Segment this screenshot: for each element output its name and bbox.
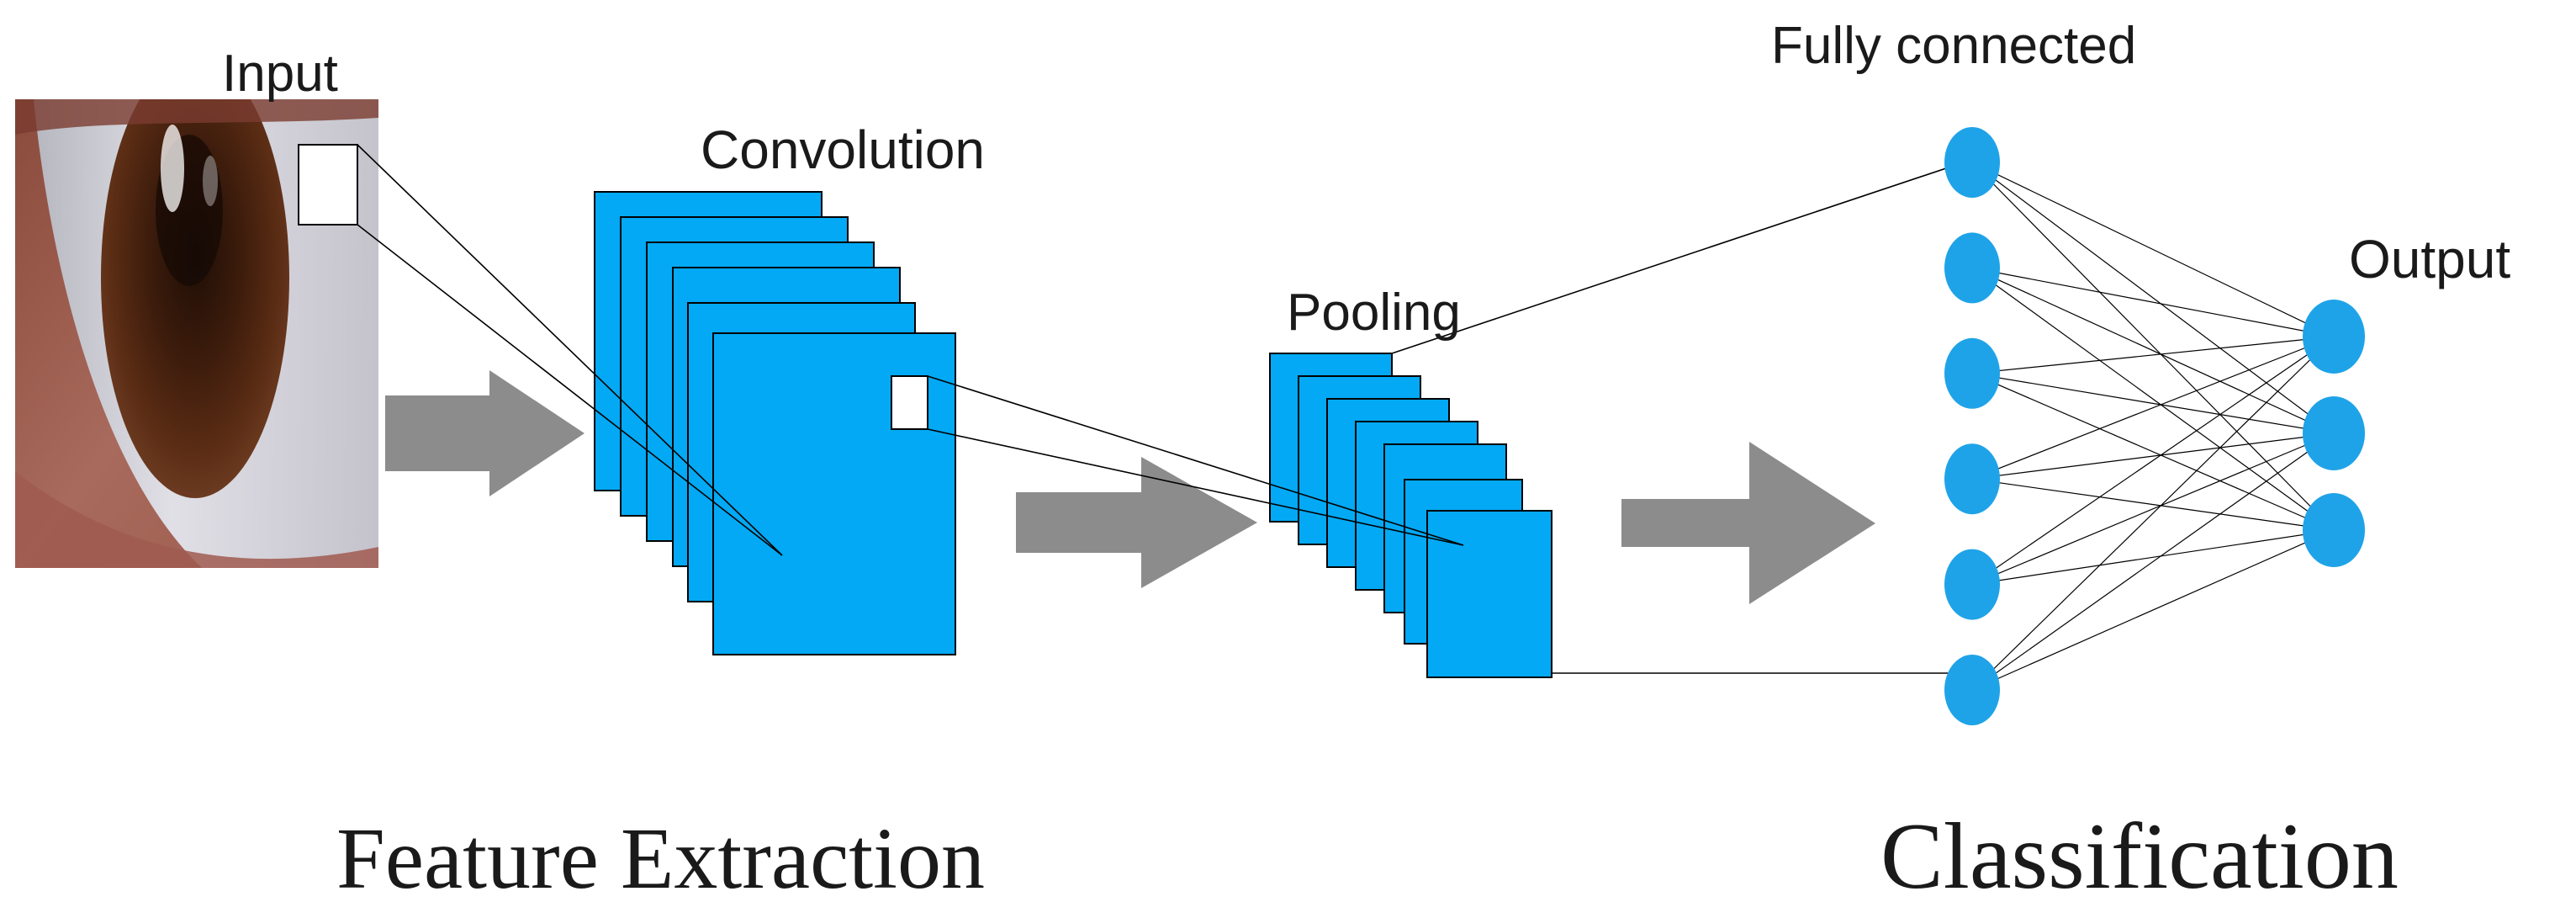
input-receptive-field <box>298 144 358 226</box>
pooling-label: Pooling <box>1287 284 1461 342</box>
fc-to-output-connection <box>1971 373 2335 434</box>
fully-connected-label: Fully connected <box>1771 17 2136 75</box>
fc-to-output-connection <box>1971 267 2335 337</box>
output-neuron <box>2303 493 2365 567</box>
fc-to-output-connection <box>1971 267 2335 434</box>
convolution-label: Convolution <box>701 119 985 180</box>
fc-to-output-connection <box>1971 336 2335 691</box>
fc-to-output-connection <box>1971 529 2335 586</box>
flow-arrow-3 <box>1621 442 1875 604</box>
fc-neuron <box>1944 549 2000 620</box>
pooling-stack <box>1269 353 1552 678</box>
fc-to-output-connection <box>1971 336 2335 374</box>
flow-arrow-2 <box>1016 457 1257 588</box>
fc-to-output-connection <box>1971 267 2335 531</box>
input-label: Input <box>222 45 338 103</box>
classification-label: Classification <box>1880 804 2399 909</box>
input-eye-image <box>15 99 378 568</box>
convolution-stack <box>594 191 956 655</box>
output-label: Output <box>2349 229 2510 289</box>
fc-to-output-connection <box>1971 529 2335 691</box>
fc-to-output-connection <box>1971 432 2335 480</box>
fc-to-output-connection <box>1971 162 2335 337</box>
fc-to-output-connection <box>1971 478 2335 531</box>
fc-to-output-connection <box>1971 432 2335 691</box>
conv-receptive-field <box>891 375 928 430</box>
fc-neuron <box>1944 443 2000 515</box>
connection-lines <box>357 144 1965 674</box>
fc-connections <box>1971 162 2335 691</box>
flow-arrow-1 <box>385 370 584 496</box>
pool-feature-map <box>1426 510 1552 678</box>
fc-to-output-connection <box>1971 162 2335 531</box>
fc-neuron <box>1944 232 2000 304</box>
fc-neuron <box>1944 655 2000 725</box>
fc-to-output-connection <box>1971 373 2335 531</box>
fully-connected-layer <box>1944 127 2000 725</box>
fc-to-output-connection <box>1971 336 2335 586</box>
fc-to-output-connection <box>1971 432 2335 586</box>
feature-extraction-label: Feature Extraction <box>336 810 985 907</box>
fc-neuron <box>1944 127 2000 198</box>
output-neuron <box>2303 300 2365 374</box>
output-neuron <box>2303 396 2365 470</box>
fc-neuron <box>1944 337 2000 409</box>
fc-to-output-connection <box>1971 162 2335 434</box>
fc-to-output-connection <box>1971 336 2335 480</box>
output-layer <box>2303 300 2365 567</box>
